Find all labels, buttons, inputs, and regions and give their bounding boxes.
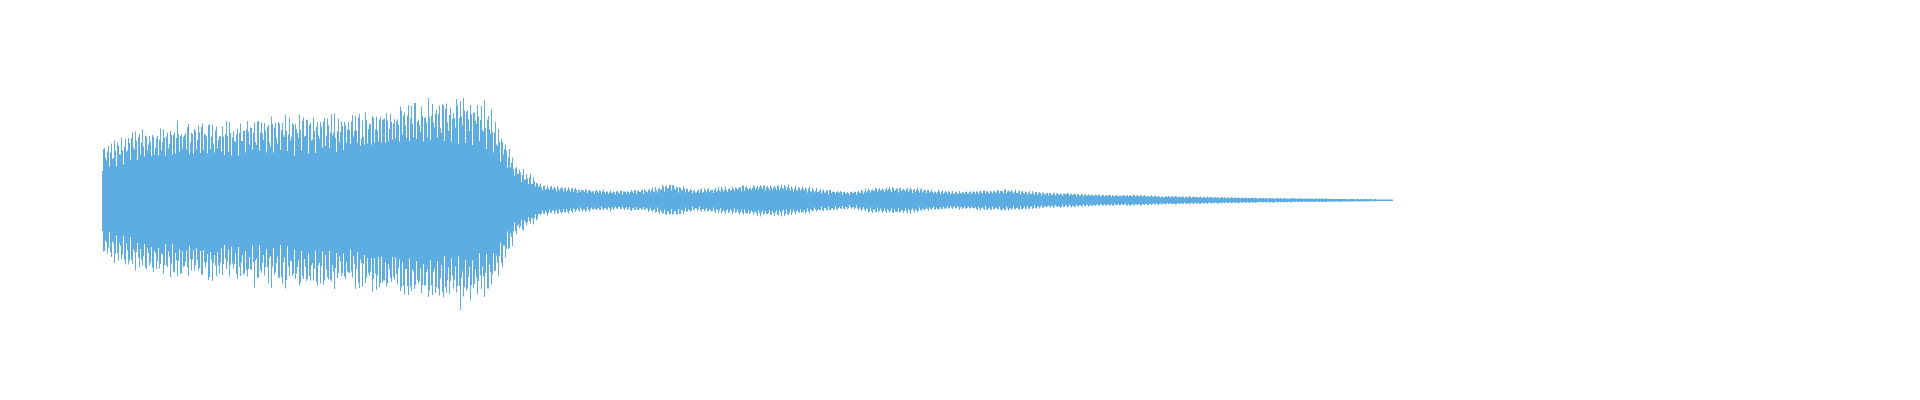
- waveform-series: [102, 97, 1393, 311]
